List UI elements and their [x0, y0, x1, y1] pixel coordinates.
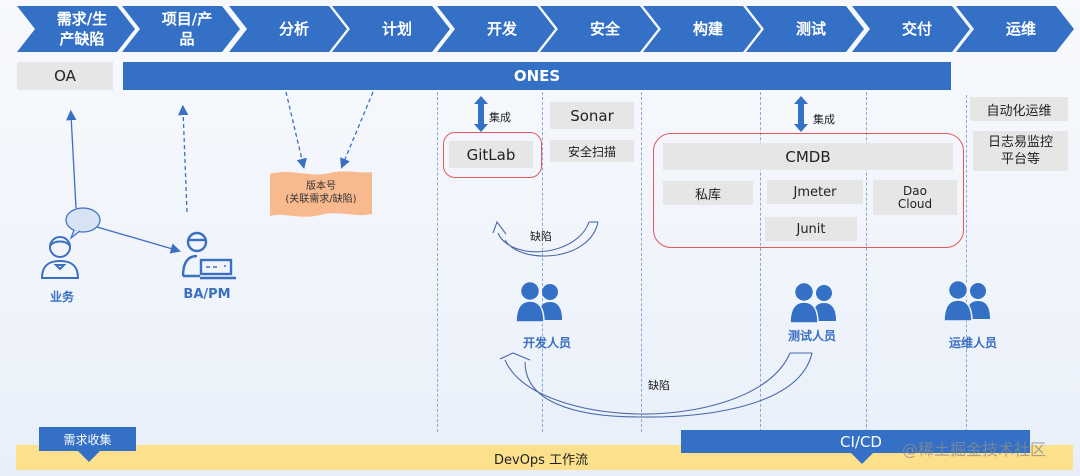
stage-chevron: 开发 [437, 6, 555, 52]
stage-label: 运维 [1005, 20, 1036, 38]
stage-label: 需求/生产缺陷 [56, 10, 108, 48]
junit-box: Junit [765, 217, 857, 241]
private-repo-box: 私库 [663, 181, 753, 205]
requirement-collection-box: 需求收集 [39, 427, 136, 451]
stage-chevron: 测试 [746, 6, 864, 52]
team-icon [789, 281, 836, 324]
team-icon [515, 280, 562, 323]
stage-label: 构建 [692, 20, 723, 38]
speech-bubble-icon [65, 207, 101, 233]
arrow-ones-to-version-2 [340, 91, 374, 169]
version-note-subtitle: (关联需求/缺陷) [285, 194, 357, 205]
watermark: @稀土掘金技术社区 [902, 440, 1047, 459]
daocloud-line2: Cloud [897, 196, 933, 211]
sonar-box: Sonar [550, 102, 634, 129]
defect-label-large: 缺陷 [648, 379, 670, 392]
role-label-ba-pm: BA/PM [183, 287, 231, 302]
security-scan-box: 安全扫描 [550, 140, 634, 162]
arrow-business-to-bapm [96, 226, 181, 254]
log-monitor-line1: 日志易监控 [987, 135, 1053, 150]
cicd-down-arrow-icon [851, 453, 873, 464]
stage-label: 计划 [381, 20, 412, 38]
daocloud-line1: Dao [903, 183, 927, 198]
arrow-bapm-to-ones [178, 104, 189, 213]
stage-chevron: 交付 [852, 6, 970, 52]
role-label-ops: 运维人员 [948, 336, 997, 350]
cicd-label: CI/CD [840, 432, 882, 451]
stage-label: 交付 [901, 20, 932, 38]
stage-label: 开发 [486, 20, 517, 38]
ba-pm-person-icon [181, 231, 236, 280]
integration-arrow-gitlab [474, 96, 488, 132]
devops-workflow-label: DevOps 工作流 [494, 453, 589, 468]
stage-chevron: 项目/产品 [122, 6, 240, 52]
business-person-icon [40, 236, 80, 279]
gitlab-highlight [443, 132, 542, 178]
ones-label: ONES [513, 67, 561, 85]
stage-chevron: 计划 [332, 6, 450, 52]
stage-label: 安全 [589, 20, 620, 38]
arrow-business-to-oa [66, 109, 77, 209]
integration-arrow-cmdb [794, 96, 808, 132]
cmdb-group-highlight [653, 133, 964, 248]
cicd-bar: CI/CD [681, 430, 1030, 453]
arrow-ones-to-version-1 [285, 91, 307, 170]
stage-label: 分析 [278, 20, 309, 38]
version-note: 版本号 (关联需求/缺陷) [270, 180, 372, 206]
stage-chevron: 分析 [229, 6, 347, 52]
log-monitor-line2: 平台等 [1000, 152, 1040, 167]
ops-team [942, 279, 994, 325]
log-monitor-box: 日志易监控 平台等 [973, 131, 1068, 171]
integration-label-cmdb: 集成 [813, 113, 835, 126]
version-note-shape [270, 171, 372, 217]
stage-chevron: 安全 [540, 6, 658, 52]
lane-divider [641, 92, 642, 432]
role-label-business: 业务 [49, 290, 74, 304]
defect-loop-small [492, 220, 599, 257]
ones-bar: ONES [123, 62, 951, 90]
gitlab-box: GitLab [449, 141, 533, 168]
requirement-collection-down-arrow-icon [78, 451, 100, 462]
stage-chevron: 运维 [956, 6, 1074, 52]
lane-divider [866, 92, 867, 432]
requirement-collection-label: 需求收集 [63, 432, 112, 447]
integration-label-gitlab: 集成 [489, 111, 511, 124]
stage-label: 项目/产品 [161, 10, 213, 48]
team-icon [943, 279, 990, 322]
oa-box: OA [17, 62, 113, 90]
version-note-title: 版本号 [306, 181, 336, 192]
cmdb-box: CMDB [663, 143, 953, 170]
auto-ops-box: 自动化运维 [970, 97, 1068, 121]
developer-team [514, 280, 566, 326]
tester-team [788, 281, 840, 327]
stage-chevron: 构建 [643, 6, 761, 52]
role-label-testers: 测试人员 [787, 329, 836, 343]
lane-divider [760, 92, 761, 432]
daocloud-box: Dao Cloud [873, 180, 957, 215]
stage-chevron: 需求/生产缺陷 [17, 6, 135, 52]
lane-divider [966, 95, 967, 432]
defect-loop-large [499, 352, 813, 418]
role-label-developers: 开发人员 [522, 336, 571, 350]
jmeter-box: Jmeter [767, 180, 863, 204]
lane-divider [437, 92, 438, 432]
defect-label-small: 缺陷 [530, 230, 552, 243]
lane-divider [542, 92, 543, 432]
stage-label: 测试 [795, 20, 826, 38]
